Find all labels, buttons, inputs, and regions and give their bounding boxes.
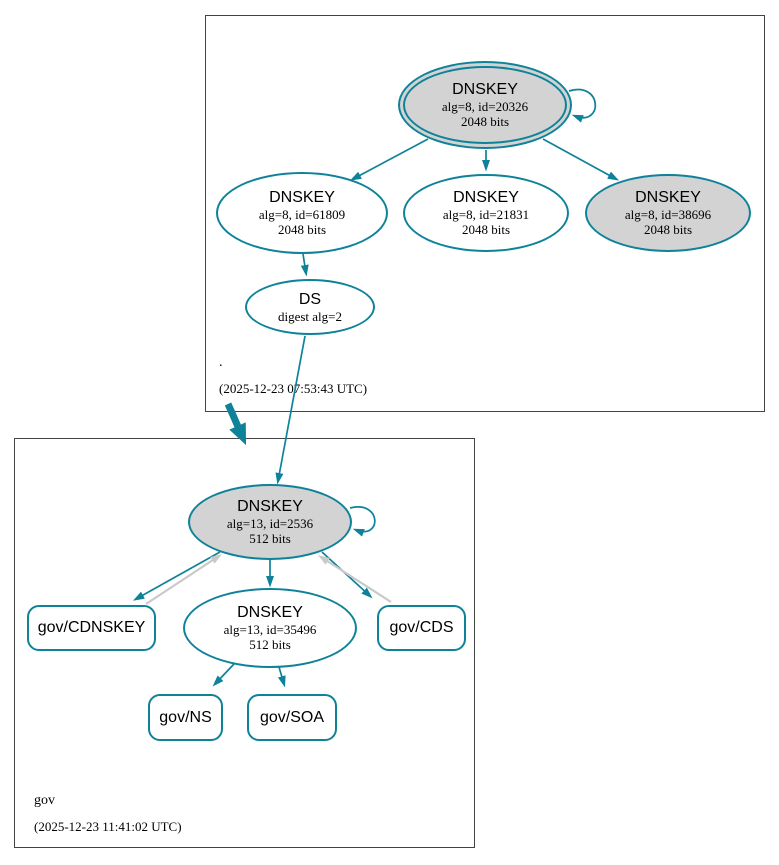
- node-dnskey-35496[interactable]: DNSKEY alg=13, id=35496 512 bits: [183, 588, 357, 668]
- node-detail: alg=8, id=20326: [441, 99, 529, 114]
- node-title: DNSKEY: [635, 189, 701, 206]
- node-detail: alg=13, id=35496: [223, 622, 317, 637]
- node-dnskey-20326-ksk[interactable]: DNSKEY alg=8, id=20326 2048 bits: [398, 61, 572, 149]
- node-detail: 2048 bits: [460, 114, 510, 129]
- node-dnskey-61809[interactable]: DNSKEY alg=8, id=61809 2048 bits: [216, 172, 388, 254]
- node-dnskey-38696[interactable]: DNSKEY alg=8, id=38696 2048 bits: [585, 174, 751, 252]
- node-detail: alg=8, id=38696: [624, 207, 712, 222]
- node-detail: 2048 bits: [461, 222, 511, 237]
- zone-label-gov: gov: [34, 793, 55, 808]
- node-detail: digest alg=2: [277, 308, 343, 324]
- node-rrset-gov-soa[interactable]: gov/SOA: [247, 694, 337, 741]
- node-detail: alg=13, id=2536: [226, 516, 314, 531]
- rrset-label: gov/CDS: [389, 619, 454, 636]
- node-title: DNSKEY: [269, 189, 335, 206]
- node-title: DNSKEY: [452, 81, 518, 98]
- node-title: DNSKEY: [453, 189, 519, 206]
- node-title: DS: [298, 290, 322, 308]
- node-title: DNSKEY: [237, 498, 303, 515]
- node-detail: 512 bits: [249, 531, 291, 546]
- node-detail: 2048 bits: [277, 222, 327, 237]
- rrset-label: gov/SOA: [259, 708, 325, 726]
- node-dnskey-21831[interactable]: DNSKEY alg=8, id=21831 2048 bits: [403, 174, 569, 252]
- zone-timestamp-root: (2025-12-23 07:53:43 UTC): [219, 381, 368, 396]
- node-detail: alg=8, id=61809: [258, 207, 346, 222]
- node-dnskey-2536-gov-ksk[interactable]: DNSKEY alg=13, id=2536 512 bits: [188, 484, 352, 560]
- node-rrset-gov-cdnskey[interactable]: gov/CDNSKEY: [27, 605, 156, 651]
- rrset-label: gov/CDNSKEY: [37, 619, 146, 636]
- node-ds-root[interactable]: DS digest alg=2: [245, 279, 375, 335]
- node-rrset-gov-cds[interactable]: gov/CDS: [377, 605, 466, 651]
- rrset-label: gov/NS: [159, 708, 212, 726]
- node-detail: 2048 bits: [643, 222, 693, 237]
- zone-label-root: .: [219, 355, 223, 370]
- node-rrset-gov-ns[interactable]: gov/NS: [148, 694, 223, 741]
- node-title: DNSKEY: [237, 604, 303, 621]
- node-detail: alg=8, id=21831: [442, 207, 530, 222]
- zone-timestamp-gov: (2025-12-23 11:41:02 UTC): [34, 819, 182, 834]
- node-detail: 512 bits: [249, 637, 291, 652]
